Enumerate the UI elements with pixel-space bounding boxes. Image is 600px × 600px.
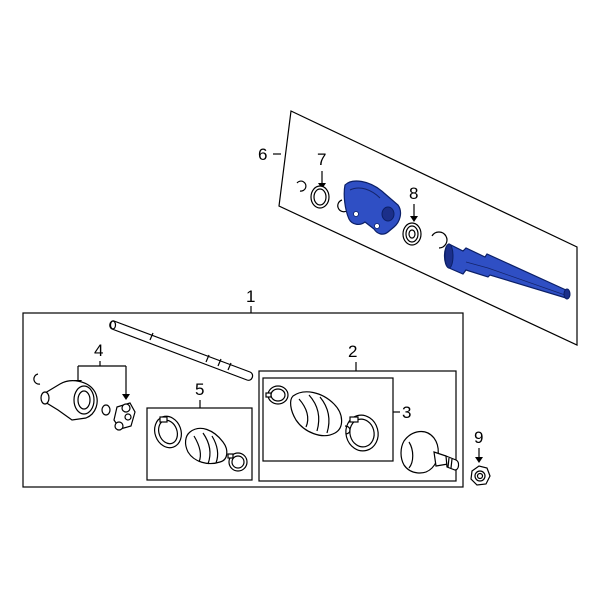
shaft-highlight xyxy=(465,261,566,296)
callout-1[interactable]: 1 xyxy=(246,287,255,306)
clamp-large-3-buckle xyxy=(349,416,359,423)
box-3-outline xyxy=(262,377,394,462)
cv-spline-1 xyxy=(447,457,450,468)
tripod-roller-2 xyxy=(114,421,124,431)
inboard-joint-housing[interactable] xyxy=(40,380,98,421)
callout-1-group: 1 xyxy=(246,287,255,313)
callout-6-group: 6 xyxy=(258,145,281,164)
shaft-groove-2 xyxy=(205,354,210,363)
intermediate-shaft-panel xyxy=(278,110,578,346)
box-2-outline xyxy=(258,370,457,482)
housing-cup xyxy=(73,385,95,415)
small-ring[interactable] xyxy=(101,404,111,416)
bearing-8[interactable] xyxy=(402,222,422,246)
tripod-joint[interactable] xyxy=(113,402,136,431)
bracket-hole-2 xyxy=(374,223,380,229)
cv-bell-contour xyxy=(408,441,414,469)
boot-3-fold-1 xyxy=(298,398,309,428)
callout-9-group: 9 xyxy=(474,428,483,463)
shaft-rod xyxy=(109,320,254,381)
clamp-large-3-tab xyxy=(344,425,351,435)
arrow-4-right xyxy=(122,394,130,400)
snap-ring-small[interactable] xyxy=(296,180,307,192)
shaft-end xyxy=(109,320,117,330)
callout-2-group: 2 xyxy=(348,342,357,371)
callout-8[interactable]: 8 xyxy=(409,184,418,203)
tripod-center xyxy=(124,413,132,421)
boot-5-fold-3 xyxy=(211,435,219,464)
boot-3 xyxy=(290,391,343,437)
bearing-mid xyxy=(405,225,419,243)
nut-hole xyxy=(474,470,486,482)
support-bracket[interactable] xyxy=(343,180,402,235)
callout-5-group: 5 xyxy=(195,380,204,408)
callout-7-group: 7 xyxy=(317,150,326,189)
nut-hex xyxy=(470,465,491,486)
boot-kit-5[interactable] xyxy=(150,413,248,472)
o-ring-inner xyxy=(313,188,327,206)
callout-9[interactable]: 9 xyxy=(474,428,483,447)
cv-bell xyxy=(400,431,439,474)
housing-stub xyxy=(40,391,50,405)
bracket-hole-1 xyxy=(353,211,359,217)
clamp-small-5-inner xyxy=(231,455,245,469)
callout-7[interactable]: 7 xyxy=(317,150,326,169)
boot-kit-3[interactable] xyxy=(265,385,382,455)
shaft-flange xyxy=(444,243,454,269)
shaft-groove-3 xyxy=(217,358,222,367)
outboard-cv-joint[interactable] xyxy=(400,431,460,474)
shaft-groove-4 xyxy=(227,362,232,371)
shaft-groove-1 xyxy=(149,332,154,341)
nut-thread xyxy=(476,472,484,480)
boot-3-fold-2 xyxy=(308,394,320,432)
boot-5-fold-2 xyxy=(202,432,211,465)
clamp-small-5-buckle xyxy=(227,453,234,459)
axle-nut-9[interactable] xyxy=(470,465,491,486)
bracket-bore xyxy=(381,206,395,222)
box-1-outline xyxy=(22,312,464,488)
arrow-8 xyxy=(410,216,418,222)
callout-3[interactable]: 3 xyxy=(402,403,411,422)
o-ring-7[interactable] xyxy=(310,185,330,209)
bearing-inner xyxy=(408,229,416,239)
callout-4[interactable]: 4 xyxy=(94,341,103,360)
housing-cup-inner xyxy=(77,390,91,410)
tripod-roller-1 xyxy=(121,403,131,413)
callout-3-group: 3 xyxy=(393,403,411,422)
callout-2[interactable]: 2 xyxy=(348,342,357,361)
clamp-large-5-buckle xyxy=(159,416,168,423)
bracket-ridge xyxy=(349,187,381,199)
clamp-small-3-buckle xyxy=(265,392,272,398)
callout-5[interactable]: 5 xyxy=(195,380,204,399)
cv-spline-2 xyxy=(450,458,453,469)
snap-ring-right[interactable] xyxy=(431,231,448,249)
axle-shaft[interactable] xyxy=(109,320,254,381)
panel-6-outline xyxy=(278,110,578,346)
clamp-large-5 xyxy=(154,415,182,449)
callout-8-group: 8 xyxy=(409,184,418,222)
callout-6[interactable]: 6 xyxy=(258,145,267,164)
boot-3-fold-3 xyxy=(319,396,330,434)
callout-4-group: 4 xyxy=(74,341,130,400)
shaft-spline-end xyxy=(563,288,571,300)
box-5-outline xyxy=(146,407,253,481)
arrow-9 xyxy=(475,457,483,463)
intermediate-shaft[interactable] xyxy=(443,243,571,300)
circlip-inboard[interactable] xyxy=(33,373,41,385)
boot-5-fold-1 xyxy=(193,435,201,463)
boot-5 xyxy=(184,427,228,465)
